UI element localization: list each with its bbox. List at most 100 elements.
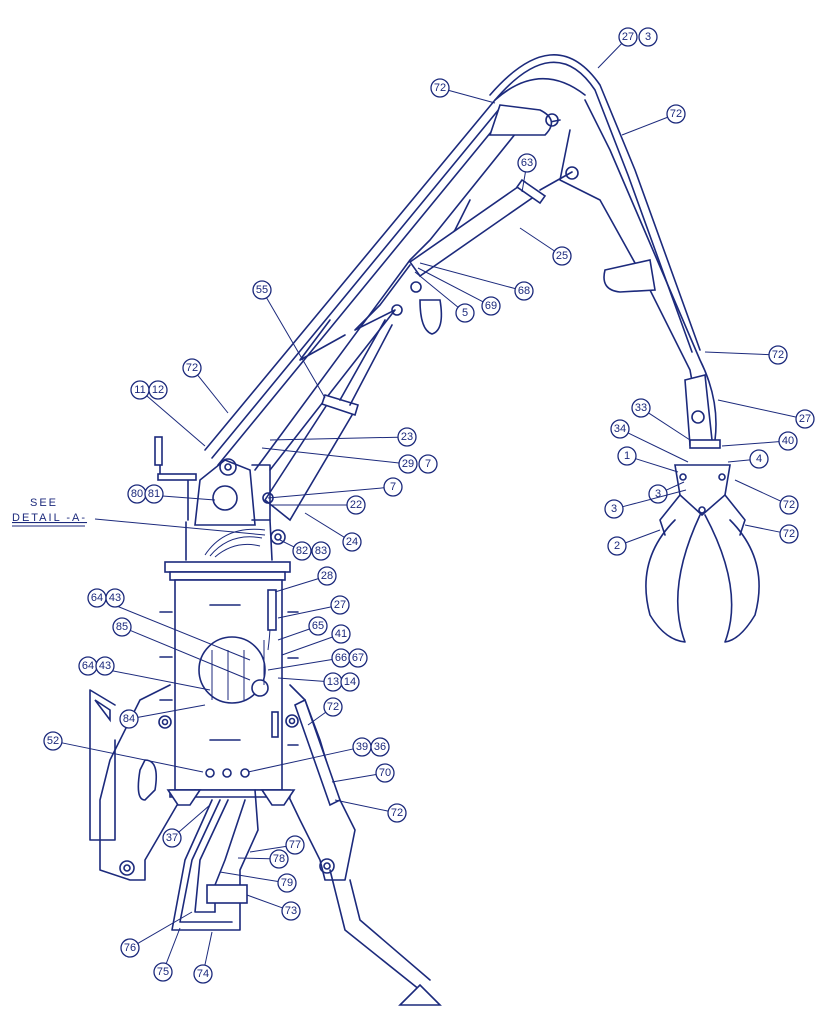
callout-77: 77 bbox=[249, 835, 305, 855]
callout-circle bbox=[604, 499, 624, 519]
callout-68: 68 bbox=[419, 262, 534, 301]
callout-circle bbox=[317, 566, 337, 586]
leader-line bbox=[204, 931, 213, 966]
callout-label: 80 bbox=[131, 488, 143, 500]
callout-circle bbox=[514, 281, 534, 301]
callout-circle bbox=[269, 849, 289, 869]
stick-arm bbox=[559, 99, 717, 446]
callout-circle bbox=[398, 454, 418, 474]
callout-label: 39 bbox=[356, 741, 368, 753]
callout-14: 14 bbox=[340, 672, 360, 692]
turret bbox=[154, 436, 286, 561]
callout-63: 63 bbox=[517, 153, 537, 193]
leader-line bbox=[277, 677, 325, 682]
callout-33: 33 bbox=[631, 398, 691, 441]
callout-label: 5 bbox=[462, 307, 468, 319]
callout-label: 52 bbox=[47, 735, 59, 747]
callout-circle bbox=[455, 303, 475, 323]
leader-line bbox=[665, 481, 685, 491]
callout-72: 72 bbox=[734, 479, 799, 515]
callout-circle bbox=[43, 731, 63, 751]
callout-circle bbox=[148, 380, 168, 400]
callout-74: 74 bbox=[193, 931, 213, 984]
callout-52: 52 bbox=[43, 731, 204, 773]
leader-line bbox=[281, 636, 333, 656]
callout-3: 3 bbox=[604, 489, 687, 519]
callout-circle bbox=[95, 656, 115, 676]
callout-29: 29 bbox=[261, 447, 418, 474]
column-base bbox=[159, 561, 299, 791]
callout-label: 43 bbox=[99, 660, 111, 672]
callout-label: 70 bbox=[379, 767, 391, 779]
callout-label: 37 bbox=[166, 832, 178, 844]
leader-line bbox=[165, 927, 181, 964]
leader-line bbox=[269, 436, 399, 441]
see-detail-note-line1: SEE bbox=[30, 497, 58, 509]
callout-label: 72 bbox=[186, 362, 198, 374]
callout-circle bbox=[375, 763, 395, 783]
callout-28: 28 bbox=[274, 566, 337, 593]
callout-circle bbox=[331, 624, 351, 644]
callout-circle bbox=[778, 431, 798, 451]
callout-12: 12 bbox=[148, 380, 168, 400]
leader-line bbox=[519, 227, 555, 252]
callout-72: 72 bbox=[307, 697, 343, 726]
callout-11: 11 bbox=[130, 380, 206, 447]
callout-circle bbox=[387, 803, 407, 823]
leader-line bbox=[721, 441, 780, 447]
callout-label: 34 bbox=[614, 423, 626, 435]
callout-65: 65 bbox=[277, 616, 328, 641]
see-detail-note-line2: DETAIL -A- bbox=[12, 512, 87, 524]
callout-76: 76 bbox=[120, 911, 193, 958]
callout-circle bbox=[252, 280, 272, 300]
callout-40: 40 bbox=[721, 431, 798, 451]
callout-circle bbox=[418, 454, 438, 474]
leader-line bbox=[734, 479, 782, 502]
callout-label: 27 bbox=[334, 599, 346, 611]
leader-line bbox=[648, 412, 691, 441]
callout-55: 55 bbox=[252, 280, 326, 399]
callout-circle bbox=[749, 449, 769, 469]
callout-circle bbox=[105, 588, 125, 608]
leader-line bbox=[334, 799, 389, 812]
callout-64: 64 bbox=[87, 588, 251, 661]
callout-24: 24 bbox=[304, 512, 362, 552]
callout-circle bbox=[638, 27, 658, 47]
callout-label: 43 bbox=[109, 592, 121, 604]
callout-13: 13 bbox=[277, 672, 343, 692]
leader-line bbox=[197, 374, 229, 414]
callout-label: 73 bbox=[285, 905, 297, 917]
leader-line bbox=[96, 667, 211, 691]
callout-circle bbox=[481, 296, 501, 316]
callout-circle bbox=[162, 828, 182, 848]
callout-circle bbox=[112, 617, 132, 637]
callout-43: 43 bbox=[105, 588, 125, 608]
callout-circle bbox=[144, 484, 164, 504]
callout-circle bbox=[383, 477, 403, 497]
callout-circle bbox=[311, 541, 331, 561]
callout-circle bbox=[552, 246, 572, 266]
callout-label: 72 bbox=[434, 82, 446, 94]
callout-label: 65 bbox=[312, 620, 324, 632]
leader-line bbox=[448, 89, 496, 104]
callout-37: 37 bbox=[162, 804, 211, 848]
outriggers bbox=[89, 684, 442, 1006]
callout-label: 3 bbox=[611, 503, 617, 515]
callout-label: 83 bbox=[315, 545, 327, 557]
callout-circle bbox=[119, 709, 139, 729]
leader-line bbox=[621, 116, 668, 136]
callout-label: 84 bbox=[123, 713, 135, 725]
callout-4: 4 bbox=[727, 449, 769, 469]
callout-circle bbox=[342, 532, 362, 552]
callout-circle bbox=[795, 409, 815, 429]
callout-43: 43 bbox=[95, 656, 115, 676]
leader-line bbox=[717, 399, 797, 418]
callout-label: 67 bbox=[352, 652, 364, 664]
callout-circle bbox=[348, 648, 368, 668]
callout-label: 74 bbox=[197, 968, 209, 980]
callout-66: 66 bbox=[267, 648, 351, 671]
leader-line bbox=[146, 395, 206, 447]
callout-3: 3 bbox=[638, 27, 658, 47]
leader-line bbox=[625, 529, 661, 544]
callout-34: 34 bbox=[610, 419, 689, 463]
